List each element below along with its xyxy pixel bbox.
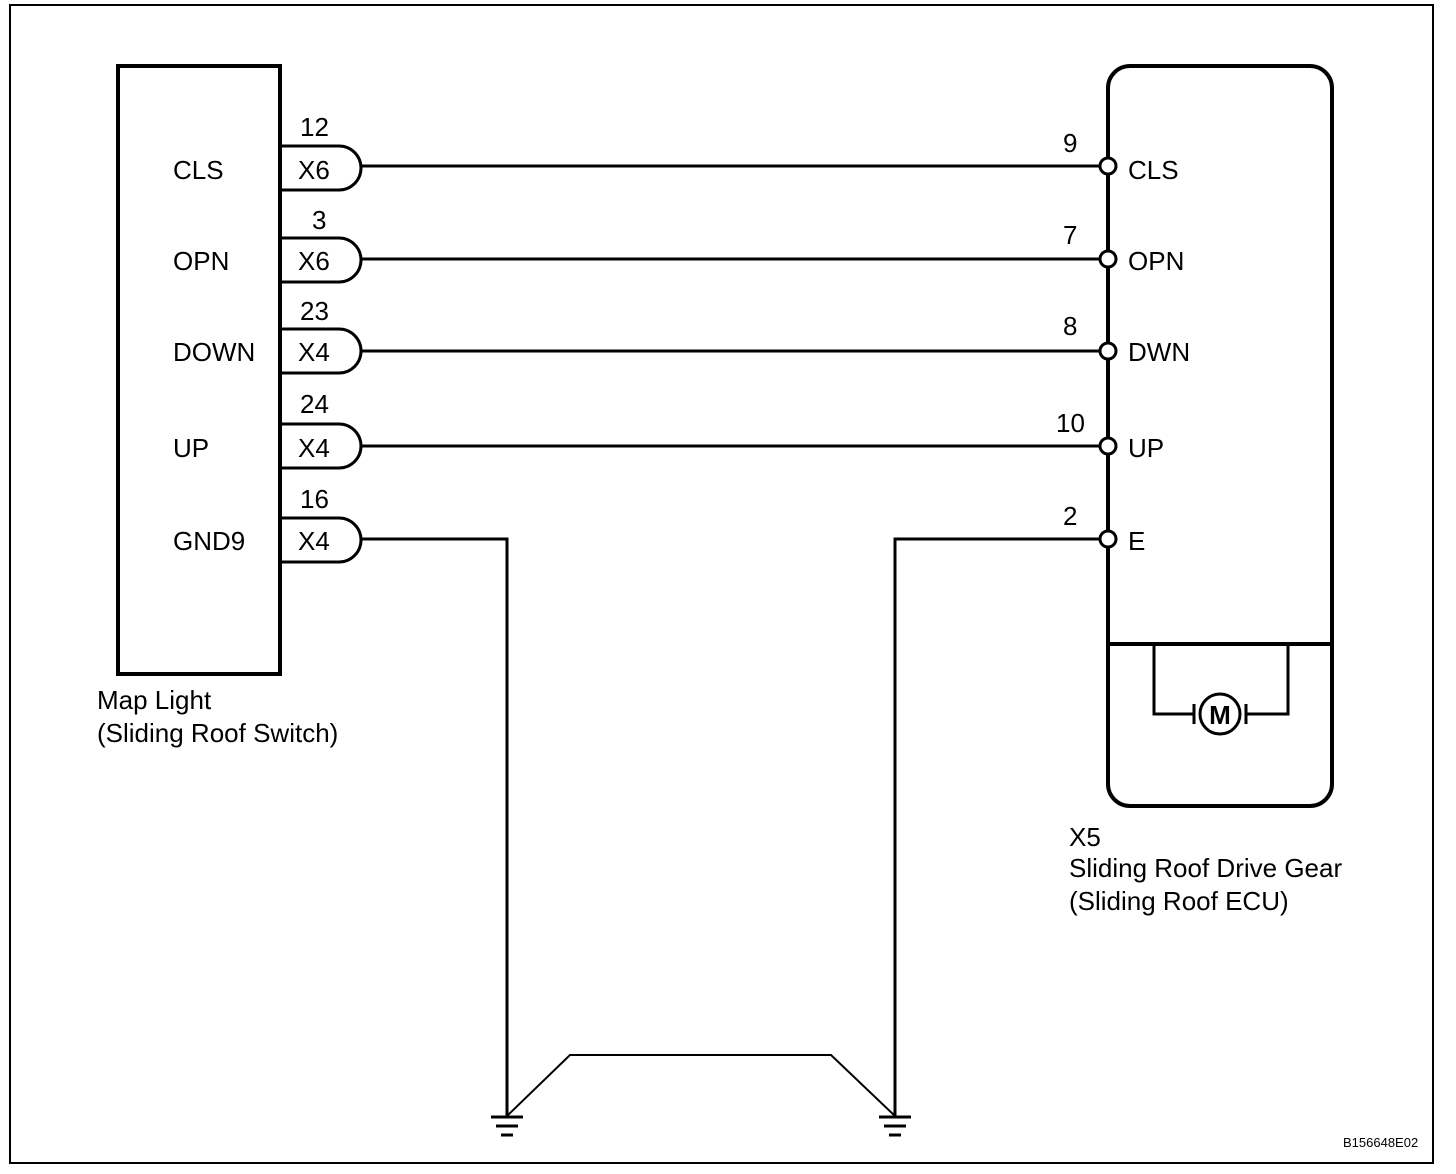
connector-id: X4	[298, 433, 330, 463]
pin-number: 3	[312, 205, 326, 235]
left-terminal-down: DOWN	[173, 337, 255, 367]
right-pin-opn: 7	[1063, 220, 1077, 250]
diagram-frame	[9, 4, 1434, 1164]
right-pin-dwn: 8	[1063, 311, 1077, 341]
right-pin-cls: 9	[1063, 128, 1077, 158]
ground-symbol-left	[491, 1115, 523, 1137]
pin-circle-cls	[1098, 156, 1118, 176]
drive-gear-connector-id: X5	[1069, 822, 1101, 852]
connector-id: X6	[298, 246, 330, 276]
drive-gear-subtitle: (Sliding Roof ECU)	[1069, 886, 1289, 916]
left-terminal-cls: CLS	[173, 155, 224, 185]
wire-e	[893, 537, 1101, 1116]
pin-number: 12	[300, 112, 329, 142]
ground-symbol-right	[879, 1115, 911, 1137]
right-terminal-dwn: DWN	[1128, 337, 1190, 367]
pin-circle-opn	[1098, 249, 1118, 269]
connector-id: X4	[298, 526, 330, 556]
connector-capsule-gnd9: X4 16	[280, 484, 363, 564]
figure-code: B156648E02	[1343, 1135, 1418, 1150]
pin-number: 23	[300, 296, 329, 326]
connector-id: X6	[298, 155, 330, 185]
left-terminal-opn: OPN	[173, 246, 229, 276]
body-ground-line	[506, 1054, 896, 1117]
drive-gear-box	[1106, 64, 1334, 808]
right-pin-up: 10	[1056, 408, 1085, 438]
right-terminal-up: UP	[1128, 433, 1164, 463]
pin-number: 16	[300, 484, 329, 514]
connector-capsule-cls: X6 12	[280, 112, 363, 192]
left-terminal-gnd9: GND9	[173, 526, 245, 556]
pin-circle-e	[1098, 529, 1118, 549]
wire-gnd9	[361, 537, 509, 1116]
map-light-title: Map Light	[97, 685, 212, 715]
motor-symbol: M	[1152, 644, 1290, 736]
pin-circle-dwn	[1098, 341, 1118, 361]
connector-id: X4	[298, 337, 330, 367]
right-pin-e: 2	[1063, 501, 1077, 531]
right-terminal-e: E	[1128, 526, 1145, 556]
left-terminal-up: UP	[173, 433, 209, 463]
map-light-box	[116, 64, 282, 676]
right-terminal-opn: OPN	[1128, 246, 1184, 276]
connector-capsule-opn: X6 3	[280, 205, 363, 284]
pin-circle-up	[1098, 436, 1118, 456]
connector-capsule-down: X4 23	[280, 296, 363, 375]
motor-label: M	[1209, 700, 1231, 730]
drive-gear-title: Sliding Roof Drive Gear	[1069, 853, 1342, 883]
right-terminal-cls: CLS	[1128, 155, 1179, 185]
connector-capsule-up: X4 24	[280, 389, 363, 470]
map-light-subtitle: (Sliding Roof Switch)	[97, 718, 338, 748]
pin-number: 24	[300, 389, 329, 419]
